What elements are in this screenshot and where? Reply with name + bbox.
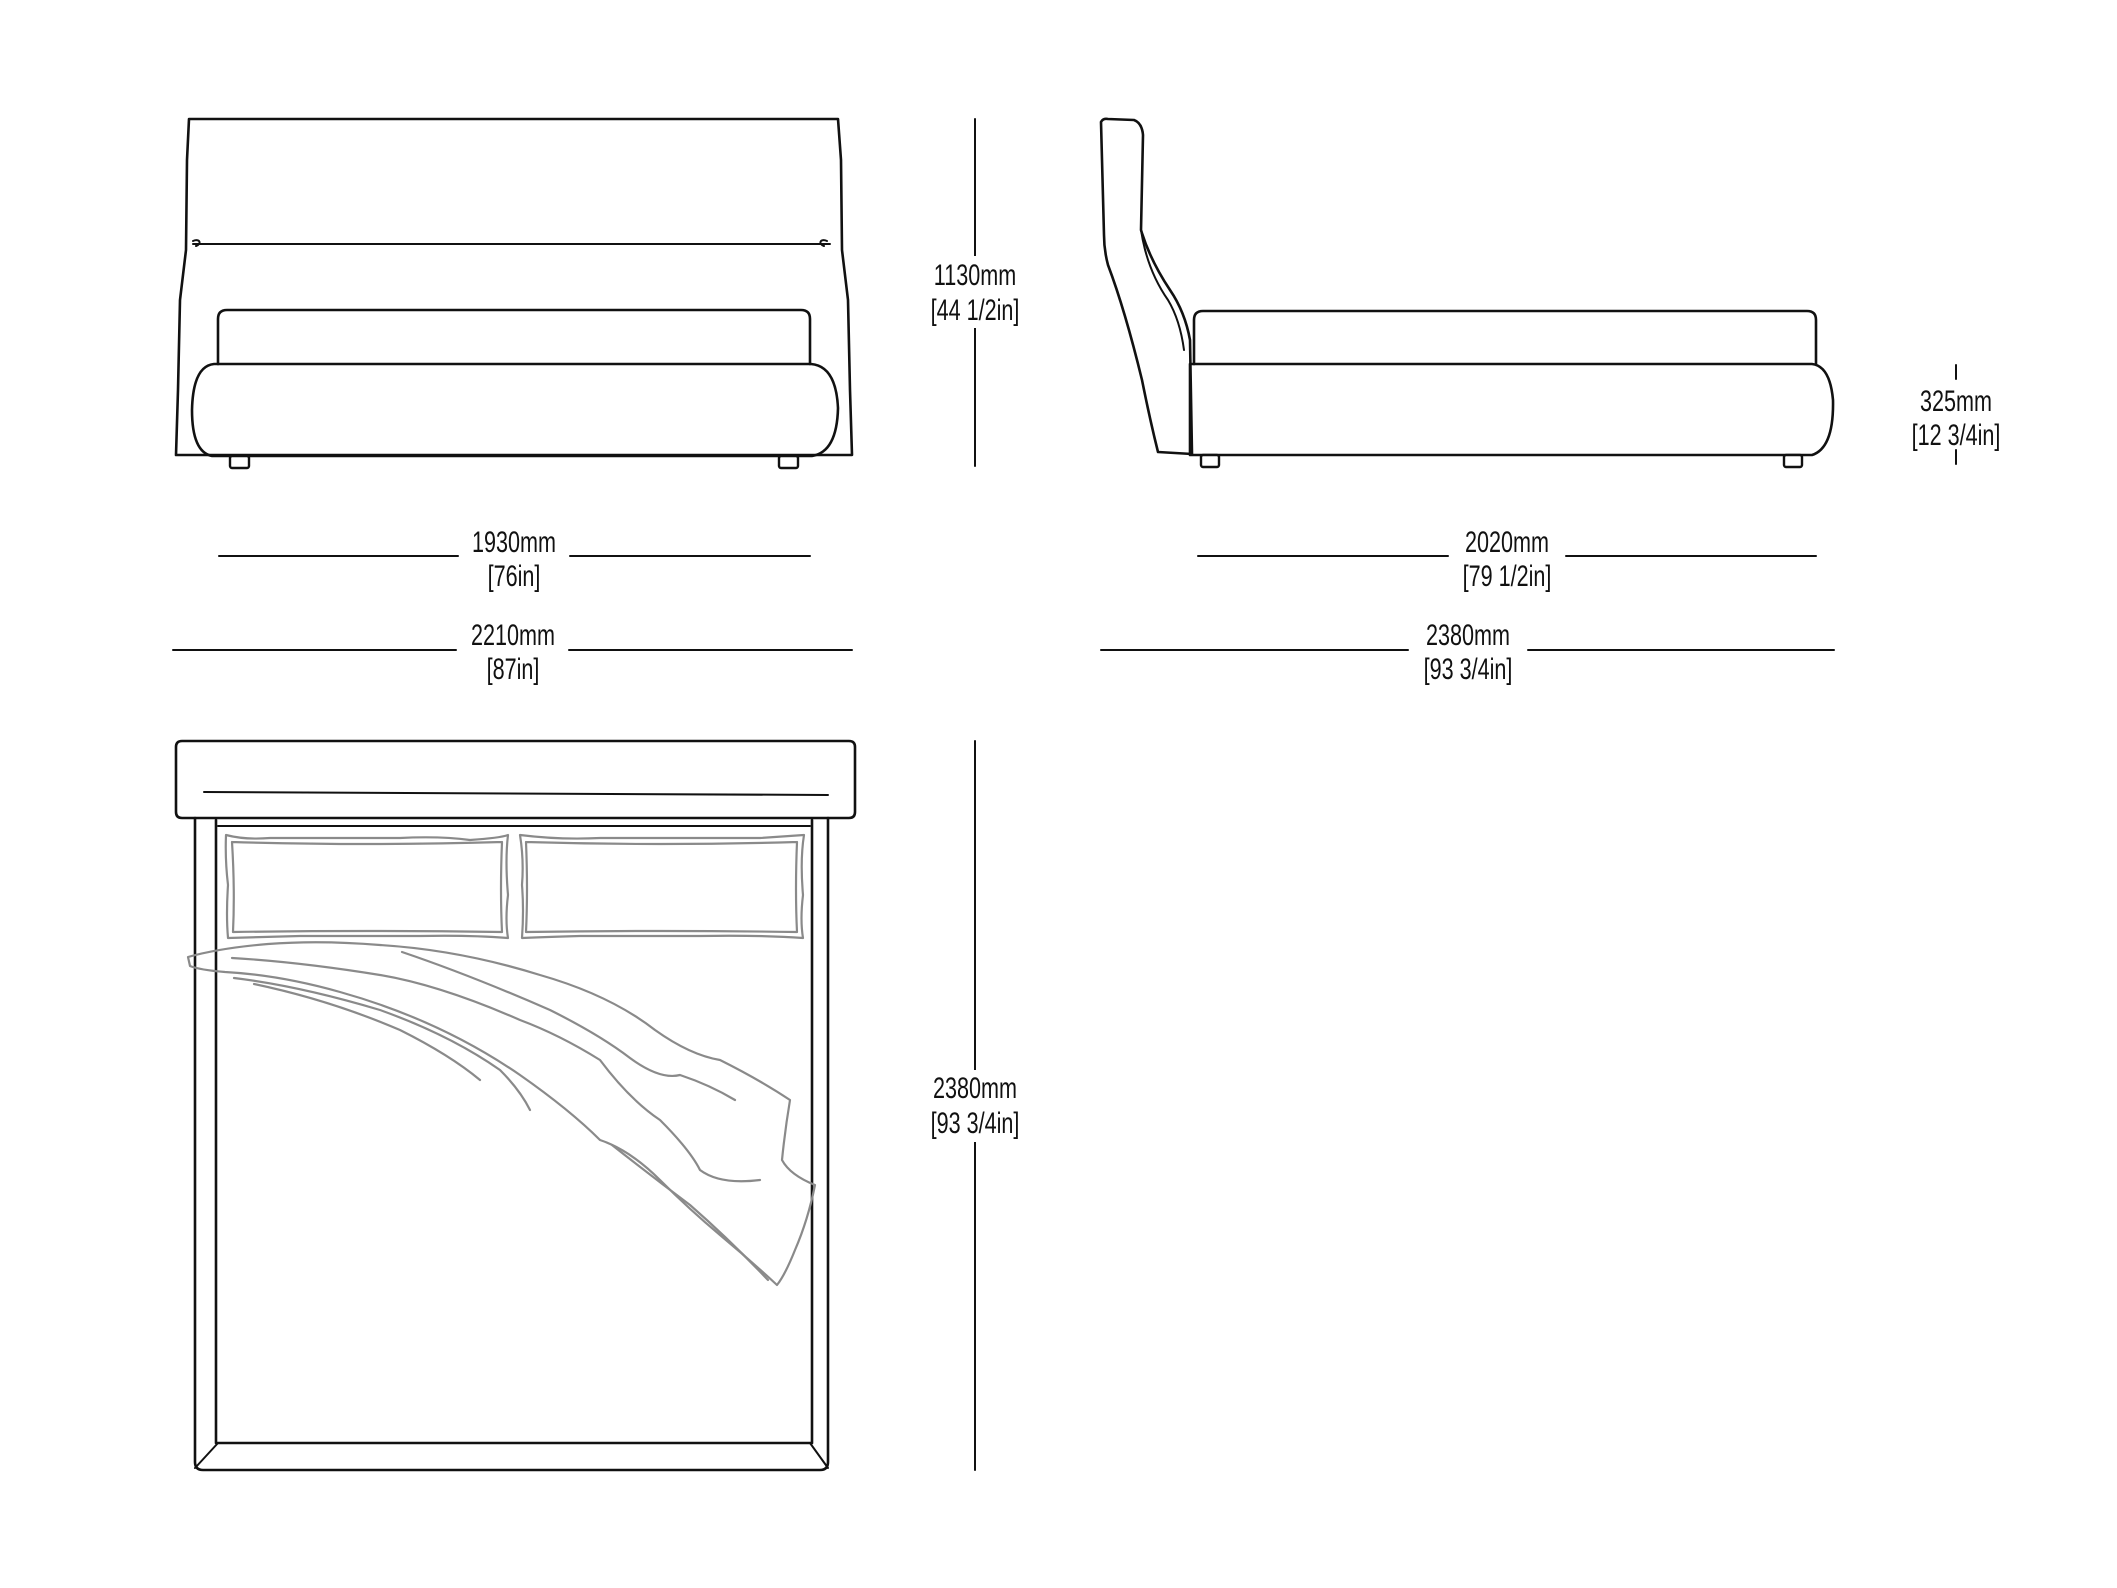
- dimension-label-mm: 2210mm: [471, 617, 555, 651]
- pillow-right-inner: [524, 840, 799, 934]
- top-length-dimension: 2380mm [93 3/4in]: [905, 740, 1045, 1471]
- headboard-inner-curve: [1140, 229, 1185, 351]
- front-mattress: [216, 308, 812, 366]
- dimension-label-in: [87in]: [487, 651, 540, 685]
- front-foot-right: [777, 454, 800, 470]
- pillow-left: [224, 833, 510, 940]
- dimension-label-in: [44 1/2in]: [931, 292, 1020, 326]
- headboard-seam: [192, 239, 831, 247]
- side-base: [1188, 362, 1835, 457]
- top-headboard: [174, 739, 857, 820]
- top-duvet-fold: [230, 956, 762, 1183]
- dimension-label-mm: 2380mm: [933, 1070, 1017, 1104]
- side-foot-back: [1782, 453, 1804, 469]
- top-duvet-hem: [610, 1143, 770, 1282]
- top-duvet-outer: [186, 941, 817, 1287]
- pillow-left-inner: [230, 840, 504, 934]
- dimension-label-in: [93 3/4in]: [1424, 651, 1513, 685]
- dimension-label-in: [76in]: [488, 558, 541, 592]
- dimension-label-in: [93 3/4in]: [931, 1105, 1020, 1139]
- dimension-label-in: [79 1/2in]: [1463, 558, 1552, 592]
- side-headboard: [1099, 117, 1194, 456]
- pillow-right: [518, 833, 806, 940]
- side-foot-front: [1199, 453, 1221, 469]
- side-view: [1099, 117, 1835, 469]
- dimension-label-mm: 325mm: [1920, 383, 1992, 417]
- top-view: [174, 739, 857, 1472]
- top-duvet-crease: [400, 950, 737, 1102]
- front-height-dimension: 1130mm [44 1/2in]: [905, 118, 1045, 467]
- dimension-label-mm: 1930mm: [472, 524, 556, 558]
- side-base-height-dimension: 325mm [12 3/4in]: [1912, 364, 2001, 465]
- front-foot-left: [228, 454, 251, 470]
- front-base-roll: [190, 362, 840, 458]
- side-inner-length-dimension: 2020mm [79 1/2in]: [1197, 524, 1817, 593]
- side-outer-length-dimension: 2380mm [93 3/4in]: [1100, 617, 1835, 686]
- top-duvet-drape: [232, 976, 532, 1112]
- top-mattress-edge: [194, 825, 829, 1469]
- headboard-top-line: [203, 791, 829, 796]
- side-mattress: [1192, 309, 1818, 366]
- top-frame-outer: [193, 816, 830, 1472]
- front-headboard: [174, 117, 854, 457]
- dimension-label-mm: 2020mm: [1465, 524, 1549, 558]
- dimension-label-mm: 1130mm: [934, 257, 1016, 291]
- top-frame-inner: [214, 818, 814, 1445]
- front-outer-width-dimension: 2210mm [87in]: [172, 617, 853, 686]
- dimension-label-in: [12 3/4in]: [1912, 417, 2001, 451]
- dimension-label-mm: 2380mm: [1426, 617, 1510, 651]
- front-inner-width-dimension: 1930mm [76in]: [218, 524, 811, 593]
- front-view: [174, 117, 854, 470]
